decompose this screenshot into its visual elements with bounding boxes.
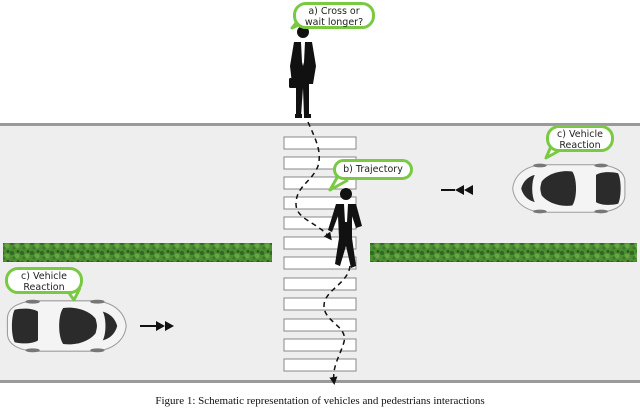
vehicle-right-line1: c) Vehicle [557,129,603,140]
double-arrow-icon-left [441,185,473,195]
pedestrian-walking-icon [328,188,362,268]
vehicle-reaction-bubble-right: c) Vehicle Reaction [546,125,614,152]
car-icon-right [512,163,626,214]
cross-bubble-line1: a) Cross or [308,6,360,17]
dashed-trajectory-path-lower [323,265,351,385]
cross-or-wait-bubble: a) Cross or wait longer? [293,2,375,29]
vehicle-left-line1: c) Vehicle [21,271,67,282]
cross-bubble-line2: wait longer? [304,17,364,28]
hedge-right [370,243,637,262]
trajectory-bubble-line1: b) Trajectory [343,164,403,175]
road-edge-bottom [0,380,640,383]
car-icon-left [6,299,127,353]
vehicle-reaction-bubble-left: c) Vehicle Reaction [5,267,83,294]
double-arrow-icon-right [140,321,174,331]
road-edge-top [0,123,640,126]
vehicle-right-line2: Reaction [559,140,601,151]
hedge-left [3,243,272,262]
pedestrian-icon [289,26,316,118]
figure-caption: Figure 1: Schematic representation of ve… [155,395,485,407]
vehicle-left-line2: Reaction [23,282,65,293]
trajectory-bubble: b) Trajectory [333,159,413,180]
